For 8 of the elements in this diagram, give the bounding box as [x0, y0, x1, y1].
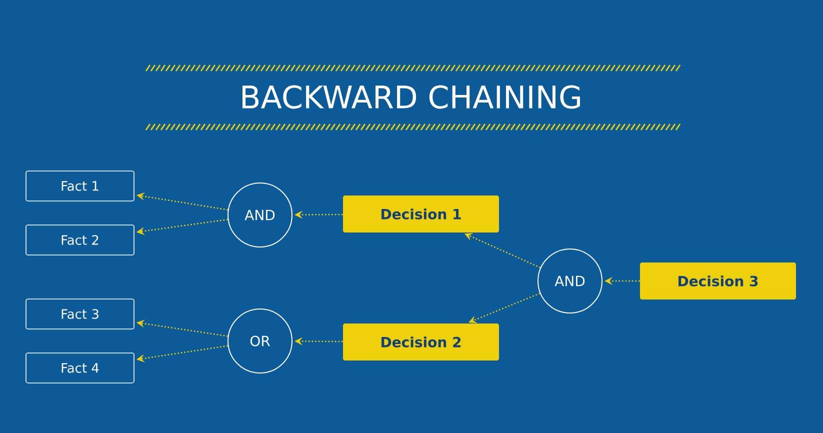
fact-box: Fact 2	[26, 224, 134, 256]
decision-box: Decision 2	[343, 324, 499, 360]
fact-box: Fact 1	[26, 170, 134, 202]
fact-box: Fact 3	[26, 298, 134, 330]
decision-box: Decision 3	[640, 262, 796, 300]
title: BACKWARD CHAINING	[242, 85, 580, 109]
fact-box: Fact 4	[26, 352, 134, 384]
decision-box: Decision 1	[343, 196, 499, 232]
